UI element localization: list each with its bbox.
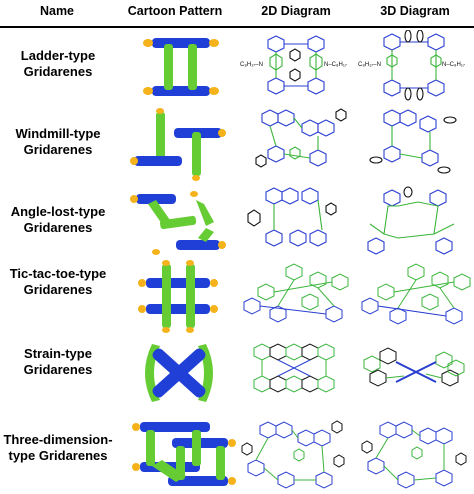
name-line1: Strain-type	[24, 346, 92, 361]
name-line2: type Gridarenes	[8, 448, 108, 463]
alkyl-label-right: N–C₈H₁₇	[324, 62, 347, 68]
name-line2: Gridarenes	[23, 282, 93, 297]
header-cartoon-pattern: Cartoon Pattern	[127, 4, 223, 18]
table-header: Name Cartoon Pattern 2D Diagram 3D Diagr…	[0, 0, 474, 28]
name-line1: Tic-tac-toe-type	[9, 266, 107, 281]
cartoon-three-dimension	[132, 422, 236, 486]
row-strain-type: Strain-type Gridarenes	[0, 334, 474, 408]
diagram-3d-strain	[363, 347, 465, 387]
diagram-3d-tic-tac-toe	[361, 263, 471, 325]
diagram-2d-windmill	[255, 108, 347, 168]
alkyl-label-left-3d: C₈H₁₇–N	[358, 62, 381, 68]
row-name: Three-dimension- type Gridarenes	[2, 432, 114, 464]
diagram-3d-windmill	[369, 109, 457, 174]
row-angle-lost-type: Angle-lost-type Gridarenes	[0, 182, 474, 258]
row-name: Angle-lost-type Gridarenes	[2, 204, 114, 236]
name-line2: Gridarenes	[23, 64, 93, 79]
header-2d-diagram: 2D Diagram	[261, 4, 331, 18]
row-name: Ladder-type Gridarenes	[2, 48, 114, 80]
diagram-3d-three-dimension	[361, 421, 467, 489]
name-line2: Gridarenes	[23, 220, 93, 235]
cartoon-angle-lost	[130, 191, 226, 255]
diagram-2d-ladder: C₈H₁₇–N N–C₈H₁₇	[240, 35, 347, 95]
diagram-2d-angle-lost	[247, 187, 337, 247]
diagram-2d-three-dimension	[241, 420, 345, 489]
row-name: Windmill-type Gridarenes	[2, 126, 114, 158]
diagram-2d-tic-tac-toe	[243, 263, 349, 323]
diagram-3d-ladder: C₈H₁₇–N N–C₈H₁₇	[358, 30, 465, 101]
header-3d-diagram: 3D Diagram	[380, 4, 450, 18]
diagram-2d-strain	[253, 343, 335, 393]
cartoon-strain	[145, 344, 213, 402]
alkyl-label-left: C₈H₁₇–N	[240, 62, 263, 68]
name-line2: Gridarenes	[23, 362, 93, 377]
row-name: Tic-tac-toe-type Gridarenes	[2, 266, 114, 298]
row-tic-tac-toe-type: Tic-tac-toe-type Gridarenes	[0, 258, 474, 334]
row-ladder-type: Ladder-type Gridarenes	[0, 28, 474, 104]
name-line1: Windmill-type	[15, 126, 101, 141]
cartoon-ladder	[143, 38, 219, 96]
diagram-3d-angle-lost	[367, 186, 455, 255]
cartoon-tic-tac-toe	[138, 260, 218, 333]
name-line1: Three-dimension-	[3, 432, 113, 447]
name-line1: Ladder-type	[20, 48, 96, 63]
name-line2: Gridarenes	[23, 142, 93, 157]
row-name: Strain-type Gridarenes	[2, 346, 114, 378]
row-three-dimension-type: Three-dimension- type Gridarenes	[0, 408, 474, 494]
alkyl-label-right-3d: N–C₈H₁₇	[442, 62, 465, 68]
name-line1: Angle-lost-type	[10, 204, 106, 219]
row-windmill-type: Windmill-type Gridarenes	[0, 104, 474, 182]
cartoon-windmill	[130, 108, 226, 181]
header-name: Name	[39, 4, 75, 18]
